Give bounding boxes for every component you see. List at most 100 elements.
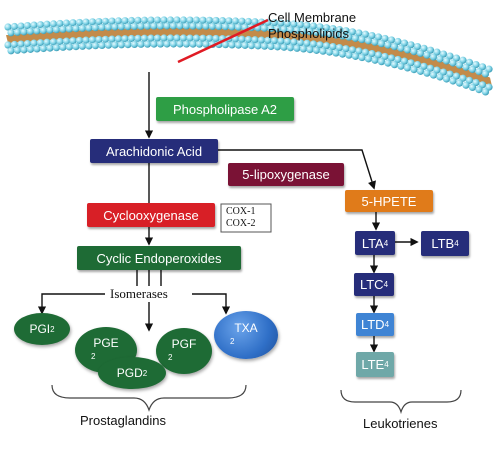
leukotrienes-brace — [340, 389, 462, 415]
lipid-head-bead — [4, 41, 12, 49]
lipid-head-bead — [338, 50, 347, 58]
lipid-head-bead — [322, 42, 331, 50]
lipid-head-bead — [442, 75, 451, 83]
lipid-head-bead — [228, 23, 236, 31]
lipid-head-bead — [121, 35, 129, 43]
pgf2-oval: PGF 2 — [156, 328, 212, 374]
lipid-head-bead — [176, 40, 184, 48]
lipid-head-bead — [420, 44, 428, 52]
lipid-head-bead — [416, 67, 425, 75]
membrane-label-line1: Cell Membrane — [268, 10, 357, 25]
lipid-head-bead — [413, 42, 422, 51]
lipid-head-bead — [364, 37, 373, 45]
cyclooxygenase-label: Cyclooxygenase — [103, 207, 199, 223]
cox-isoform-box — [220, 203, 272, 233]
lipid-head-bead — [56, 37, 64, 46]
lipid-head-bead — [95, 35, 103, 44]
ltb4-name: LTB — [431, 236, 455, 251]
lipid-head-bead — [52, 44, 61, 52]
lipid-head-bead — [299, 27, 308, 35]
lipid-head-bead — [169, 40, 178, 48]
lipid-head-bead — [88, 18, 97, 26]
lipid-head-bead — [361, 30, 370, 38]
lipid-head-bead — [481, 70, 490, 78]
lipid-head-bead — [13, 46, 22, 54]
lipid-head-bead — [400, 39, 409, 47]
hpete-label: 5-HPETE — [361, 193, 417, 209]
lipid-head-bead — [283, 37, 292, 46]
lipid-head-bead — [442, 57, 451, 65]
lipid-head-bead — [238, 35, 246, 43]
lipid-head-bead — [348, 46, 357, 54]
lipid-head-bead — [173, 16, 181, 24]
lipid-head-bead — [286, 44, 295, 52]
cox2-label: COX-2 — [226, 218, 256, 229]
lipid-head-bead — [390, 43, 399, 51]
lipid-head-bead — [202, 40, 210, 48]
lipid-head-bead — [403, 46, 412, 54]
lipid-head-bead — [137, 40, 145, 48]
lipid-head-bead — [182, 22, 191, 30]
lipid-head-bead — [325, 48, 334, 56]
lipid-head-bead — [407, 41, 415, 49]
lipid-head-bead — [104, 41, 113, 49]
lipid-head-bead — [273, 25, 282, 33]
lipid-head-bead — [62, 37, 71, 45]
lipid-head-bead — [426, 64, 435, 72]
lipid-head-bead — [85, 24, 93, 32]
lipid-head-bead — [202, 22, 210, 30]
pgd2-name: PGD — [116, 366, 143, 380]
lipid-head-bead — [283, 19, 292, 28]
lipid-head-bead — [348, 28, 357, 36]
lipid-head-bead — [234, 41, 243, 49]
lipid-head-bead — [254, 42, 262, 50]
lipid-head-bead — [221, 23, 230, 31]
lipid-head-bead — [108, 17, 116, 25]
lipid-head-bead — [377, 40, 386, 48]
lipid-head-bead — [173, 34, 181, 42]
lipid-head-bead — [358, 35, 366, 44]
pgd2-subscript: 2 — [142, 368, 148, 378]
lipid-head-bead — [423, 69, 431, 77]
lipid-head-bead — [163, 40, 171, 48]
lipid-head-bead — [169, 22, 178, 30]
lta4-subscript: 4 — [383, 238, 389, 248]
pgi2-subscript: 2 — [50, 324, 55, 334]
lipid-head-bead — [65, 43, 74, 51]
lipid-head-bead — [257, 36, 266, 44]
txa2-name: TXA — [234, 321, 258, 335]
membrane-label: Cell Membrane Phospholipids — [268, 10, 356, 42]
lipid-head-bead — [273, 43, 282, 51]
lipid-head-bead — [381, 34, 389, 43]
lipid-head-bead — [49, 38, 58, 46]
lipid-head-bead — [82, 36, 90, 44]
lipid-head-bead — [426, 46, 435, 54]
lipoxygenase-box: 5-lipoxygenase — [228, 163, 344, 186]
lipid-head-bead — [156, 22, 165, 30]
lipid-head-bead — [85, 42, 93, 50]
lipid-head-bead — [455, 61, 464, 69]
lipid-head-bead — [13, 28, 22, 36]
lipid-head-bead — [290, 20, 298, 28]
lipoxygenase-label: 5-lipoxygenase — [242, 167, 330, 182]
lipid-head-bead — [296, 21, 305, 29]
lipid-head-bead — [153, 16, 162, 24]
txa2-subscript: 2 — [230, 337, 235, 346]
lipid-head-bead — [299, 45, 308, 53]
lipid-head-bead — [429, 53, 438, 61]
lipid-head-bead — [316, 23, 324, 31]
lipid-head-bead — [130, 40, 139, 49]
lipid-head-bead — [371, 56, 379, 64]
lipid-head-bead — [316, 41, 324, 49]
lipid-head-bead — [410, 66, 418, 74]
lipid-head-bead — [277, 19, 285, 27]
lipid-head-bead — [95, 17, 103, 26]
lipid-head-bead — [23, 21, 32, 30]
lipid-head-bead — [39, 26, 48, 35]
lipid-head-bead — [416, 49, 425, 57]
lipid-head-bead — [397, 62, 405, 70]
